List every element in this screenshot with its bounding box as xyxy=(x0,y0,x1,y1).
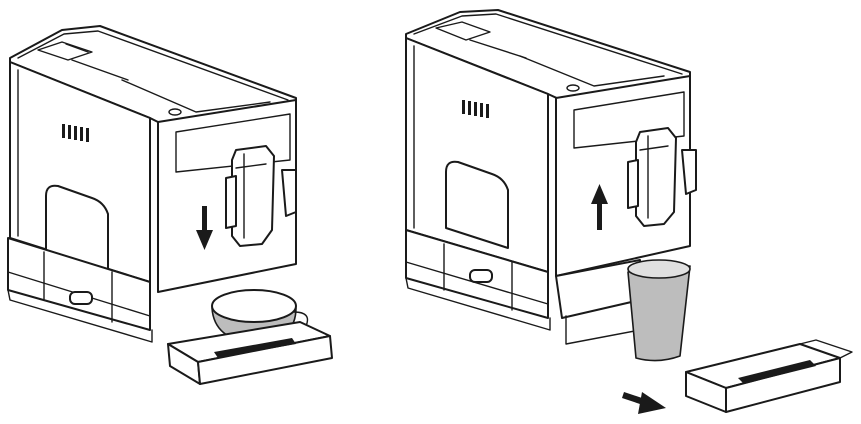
arrow-right-icon xyxy=(622,392,666,414)
panel-left-lower-spout xyxy=(7,25,333,385)
coffee-spout xyxy=(627,127,697,227)
arrow-up-icon xyxy=(591,184,608,230)
vent-grille-icon xyxy=(462,100,489,118)
vent-grille-icon xyxy=(62,124,89,142)
service-door xyxy=(445,160,509,249)
machine-base xyxy=(7,237,153,343)
service-door xyxy=(45,184,109,273)
arrow-down-icon xyxy=(196,206,213,250)
machine-base xyxy=(405,229,641,345)
tall-glass xyxy=(627,259,691,362)
machine-front-panel xyxy=(555,75,691,277)
drip-tray xyxy=(167,321,333,385)
coffee-spout xyxy=(225,145,297,247)
panel-right-raise-spout xyxy=(405,9,853,414)
drip-tray-removed xyxy=(685,339,853,413)
